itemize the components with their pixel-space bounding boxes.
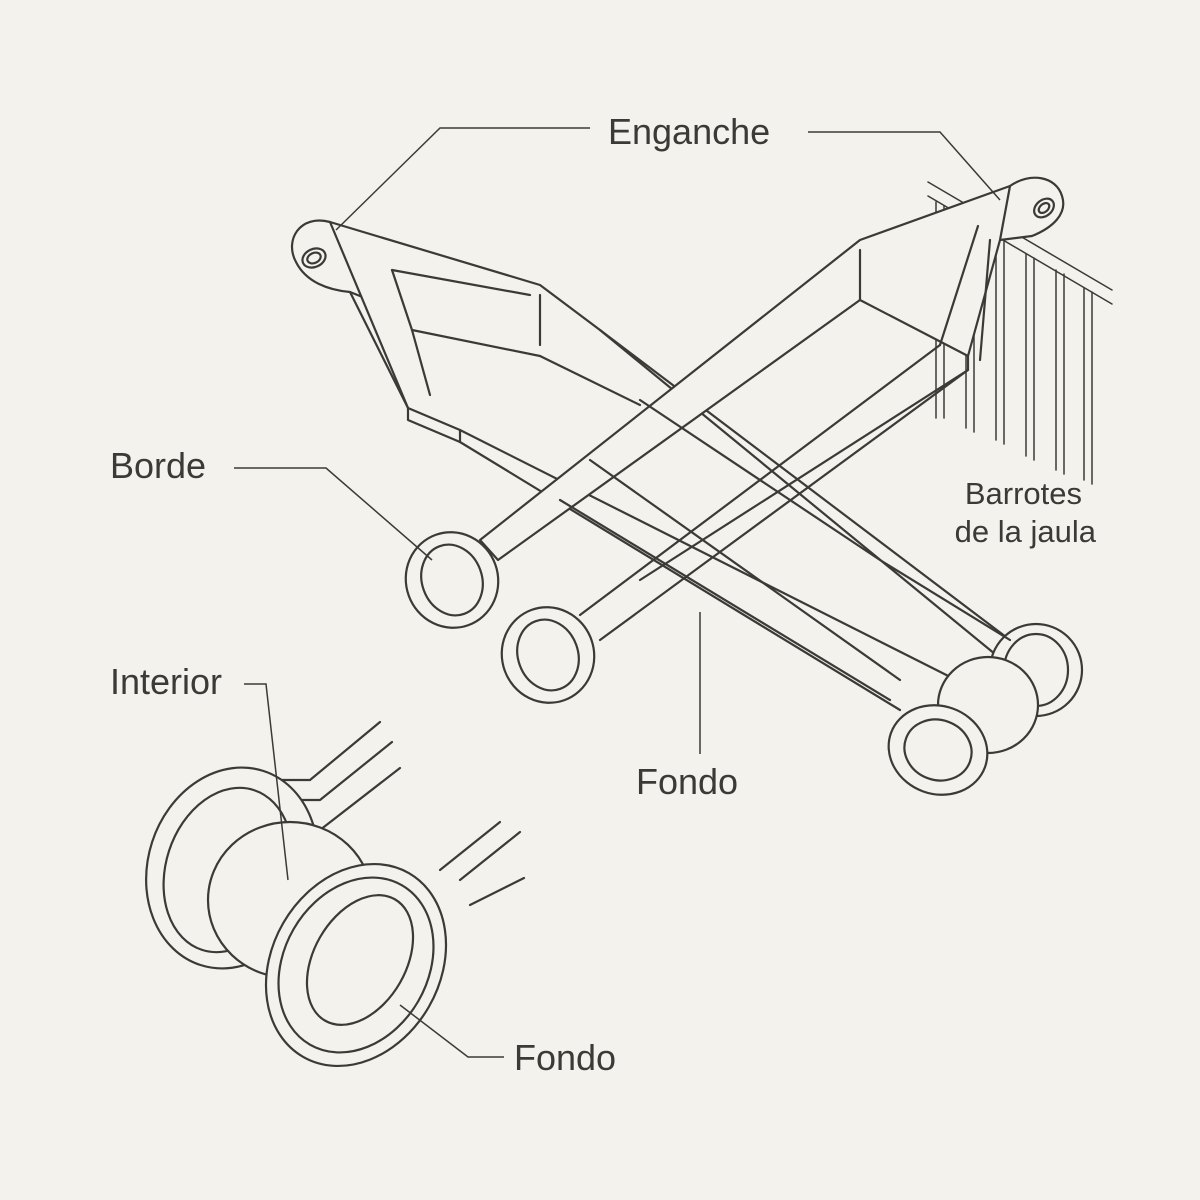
detail-view [145,720,526,1068]
label-barrotes-line2: de la jaula [955,514,1097,549]
label-barrotes-line1: Barrotes [965,476,1082,511]
clip-arm-cross [558,398,1012,796]
leader-lines [234,127,1001,1058]
label-fondo-bottom: Fondo [514,1037,616,1078]
label-fondo-top: Fondo [636,761,738,802]
clip-arm-right [404,176,1065,704]
label-borde: Borde [110,445,206,486]
label-interior: Interior [110,661,222,702]
label-enganche: Enganche [608,111,770,152]
